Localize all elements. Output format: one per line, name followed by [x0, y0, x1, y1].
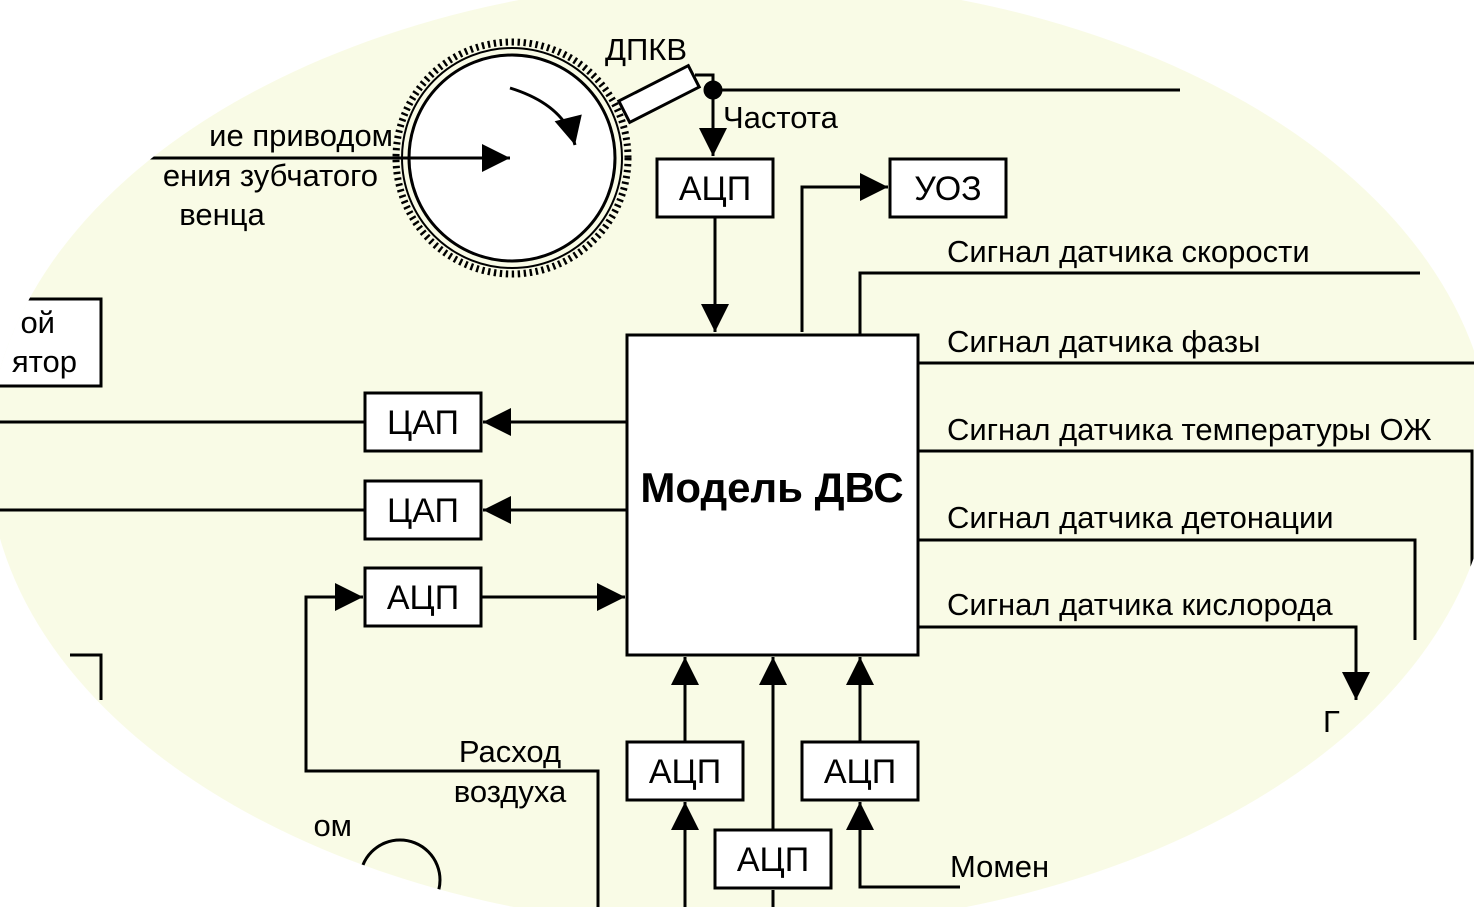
uoz-label: УОЗ	[914, 170, 981, 208]
rotation-arrow-icon	[509, 86, 582, 146]
crank-sensor-icon	[616, 63, 702, 125]
air-flow-label-line1: Расход	[459, 734, 561, 769]
frequency-label: Частота	[723, 100, 839, 135]
speed-signal-label: Сигнал датчика скорости	[947, 234, 1310, 269]
drive-label-line2: ения зубчатого	[163, 158, 378, 193]
drive-label-line3: венца	[179, 197, 265, 232]
adc-bottom-right-label: АЦП	[824, 753, 896, 791]
adc-left-label: АЦП	[387, 579, 459, 617]
phase-signal-label: Сигнал датчика фазы	[947, 324, 1260, 359]
adc-bottom-center-block	[713, 828, 833, 890]
adc-bottom-left-block	[625, 740, 745, 802]
dac-1-label: ЦАП	[387, 404, 459, 442]
air-flow-label-line2: воздуха	[454, 774, 567, 809]
partial-left-label-line1: ой	[20, 305, 55, 340]
knock-signal-label: Сигнал датчика детонации	[947, 500, 1334, 535]
partial-left-label-line2: ятор	[12, 344, 77, 379]
adc-top-block	[655, 157, 775, 219]
dac-1-block	[363, 391, 483, 453]
coolant-signal-label: Сигнал датчика температуры ОЖ	[947, 412, 1432, 447]
engine-model-block	[625, 333, 920, 657]
gear-wheel-icon	[392, 38, 632, 278]
drive-label-line1: ие приводом	[209, 118, 393, 153]
oxygen-signal-label: Сигнал датчика кислорода	[947, 587, 1333, 622]
crank-sensor-label: ДПКВ	[605, 32, 687, 67]
adc-bottom-right-block	[800, 740, 920, 802]
adc-bottom-left-label: АЦП	[649, 753, 721, 791]
adc-bottom-center-label: АЦП	[737, 841, 809, 879]
partial-bottom-left-label: ом	[313, 808, 352, 843]
dac-2-label: ЦАП	[387, 492, 459, 530]
uoz-block	[888, 157, 1008, 219]
partial-right-label: Г	[1323, 704, 1340, 739]
adc-top-label: АЦП	[679, 170, 751, 208]
engine-model-label: Модель ДВС	[640, 464, 903, 511]
partial-bottom-right-label: Момен	[950, 849, 1049, 884]
